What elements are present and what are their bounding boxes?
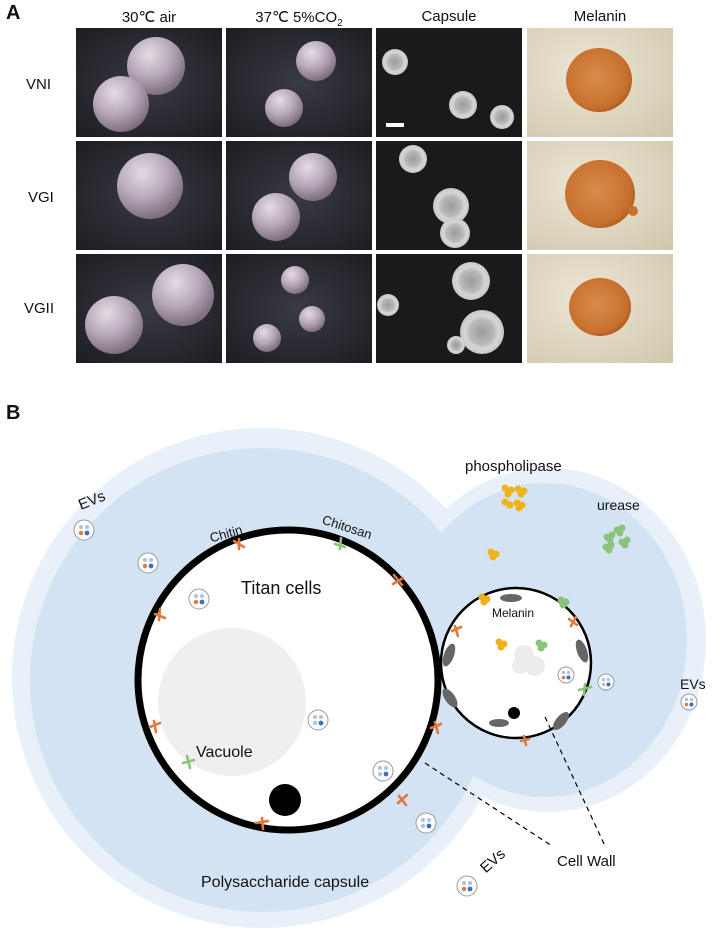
image-vni-37c-co2 (226, 28, 372, 137)
label-polysaccharide-capsule: Polysaccharide capsule (201, 874, 370, 891)
row-label-vgii: VGII (24, 300, 55, 317)
image-vgii-melanin (527, 254, 673, 363)
ev-vesicles (73, 519, 698, 897)
titan-nucleus (269, 784, 301, 816)
column-header-30c-air: 30℃ air (121, 9, 177, 26)
label-evs-right: EVs (680, 676, 706, 692)
column-header-37c-co2: 37℃ 5%CO2 (226, 8, 372, 29)
small-vacuole (512, 645, 545, 676)
column-header-melanin: Melanin (573, 8, 627, 25)
label-cell-wall: Cell Wall (557, 853, 616, 870)
column-header-37c-co2-text: 37℃ 5%CO (255, 9, 338, 26)
label-vacuole: Vacuole (196, 744, 253, 761)
image-vgii-capsule (376, 254, 522, 363)
image-vni-30c-air (76, 28, 222, 137)
chitin-markers (148, 537, 579, 831)
row-label-vgi: VGI (28, 189, 54, 206)
phospholipase-icons (478, 484, 528, 651)
panel-a-letter: A (6, 2, 21, 24)
label-melanin: Melanin (492, 606, 535, 620)
image-vgi-capsule (376, 141, 522, 250)
image-vgi-30c-air (76, 141, 222, 250)
image-vgi-melanin (527, 141, 673, 250)
image-vni-capsule (376, 28, 522, 137)
label-titan-cells: Titan cells (241, 578, 322, 598)
image-vgii-37c-co2 (226, 254, 372, 363)
row-label-vni: VNI (26, 76, 52, 93)
image-vgi-37c-co2 (226, 141, 372, 250)
vacuole (158, 628, 306, 776)
image-vni-melanin (527, 28, 673, 137)
chitosan-markers (181, 536, 593, 770)
image-vgii-30c-air (76, 254, 222, 363)
column-header-co2-subscript: 2 (337, 18, 343, 29)
label-urease: urease (597, 497, 640, 513)
urease-icons (535, 524, 631, 652)
label-phospholipase: phospholipase (465, 458, 562, 475)
panel-b-letter: B (6, 402, 21, 424)
scale-bar (386, 123, 404, 127)
cell-wall-leaders (424, 716, 606, 847)
melanin-granules (442, 594, 589, 731)
column-header-capsule: Capsule (421, 8, 477, 25)
small-nucleus (508, 707, 520, 719)
